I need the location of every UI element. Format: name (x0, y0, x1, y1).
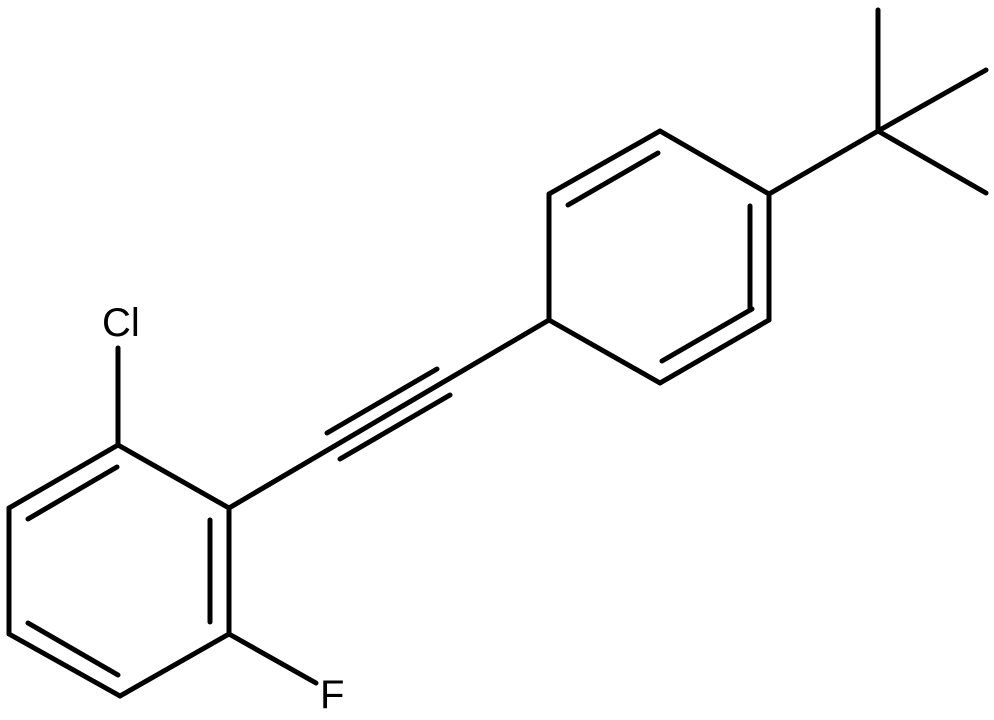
fluorine-atom-label: F (320, 673, 344, 717)
c-f-bond (226, 631, 319, 686)
chlorine-atom-label: Cl (102, 301, 140, 345)
tert-butyl-group (766, 7, 989, 197)
ring-bond (115, 442, 232, 511)
alkyne-triple-bond (226, 317, 552, 511)
ring-to-quaternary-carbon-bond (766, 128, 881, 197)
alkyne-bond-center (226, 317, 552, 511)
ring-bond (546, 317, 663, 386)
ring-bond (117, 631, 232, 699)
halogenated-benzene-ring (6, 442, 232, 699)
ring-double-bond-inner (565, 150, 661, 208)
ring-double-bond-inner (659, 306, 755, 364)
ring-double-bond-inner (25, 464, 120, 522)
ring-double-bond-inner (25, 620, 121, 678)
ring-bond (657, 128, 772, 197)
ring-bond (657, 317, 772, 386)
alkyne-bond-lower (337, 392, 453, 462)
tert-butyl-benzene-ring (546, 128, 772, 386)
methyl-bond-down (875, 128, 989, 196)
alkyne-bond-upper (324, 366, 440, 436)
ring-bond (6, 631, 123, 699)
ring-bond (546, 128, 663, 197)
ring-bond (6, 442, 121, 511)
methyl-bond-right (875, 67, 989, 134)
